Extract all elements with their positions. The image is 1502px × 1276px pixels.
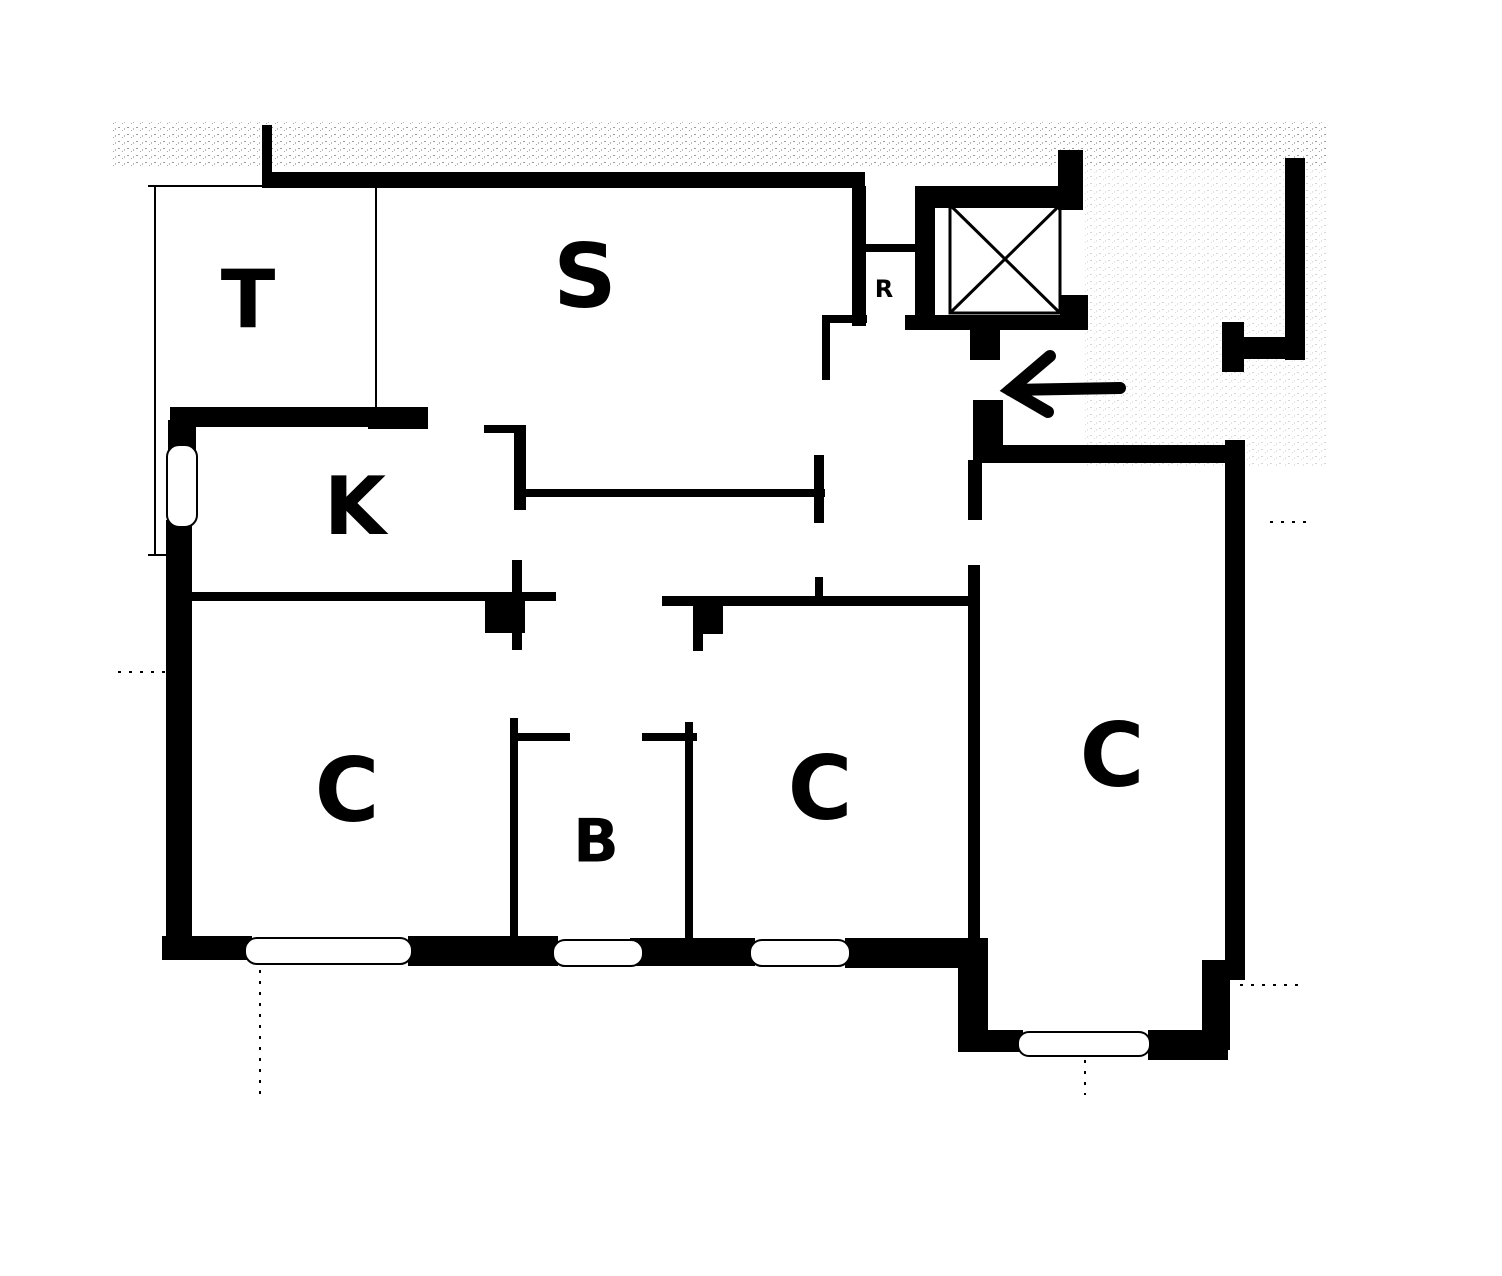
- room-label-c-middle: C: [788, 737, 853, 840]
- room-label-r: R: [875, 275, 893, 303]
- room-label-t: T: [221, 253, 276, 346]
- room-labels: T S R K C B C C: [221, 225, 1145, 877]
- room-label-s: S: [553, 225, 616, 328]
- windows: [166, 444, 1151, 1057]
- room-label-b: B: [573, 807, 619, 877]
- entrance-arrow-icon: [999, 350, 1126, 418]
- room-label-c-right: C: [1080, 704, 1145, 807]
- room-label-c-left: C: [315, 739, 380, 842]
- stair-shaft: [948, 203, 1062, 315]
- room-label-k: K: [324, 460, 389, 553]
- dimension-lines: [118, 521, 1312, 1095]
